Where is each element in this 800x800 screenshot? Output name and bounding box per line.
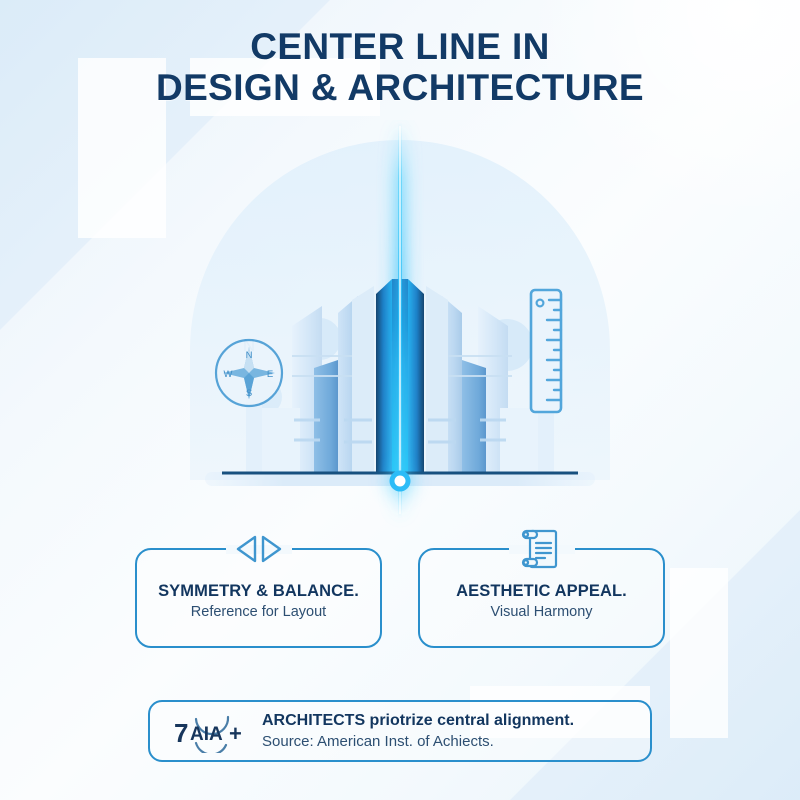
center-line-node [385,466,415,496]
card-aesthetic-appeal[interactable]: AESTHETIC APPEAL. Visual Harmony [418,529,665,648]
badge-plus: + [229,721,242,746]
compass-west-label: W [224,369,233,380]
badge-acronym: AIA [190,724,223,745]
card-title: SYMMETRY & BALANCE. [158,582,359,600]
compass-south-label: S [246,388,252,399]
compass-east-label: E [267,369,273,380]
glowing-center-line [385,120,415,520]
page-title: CENTER LINE IN DESIGN & ARCHITECTURE [0,26,800,109]
compass-north-label: N [246,350,253,361]
source-text: ARCHITECTS priotrize central alignment. … [262,711,574,752]
source-attribution: Source: American Inst. of Achiects. [262,732,494,750]
compass-icon: N N E S W [214,336,284,408]
title-line-2: DESIGN & ARCHITECTURE [155,67,645,109]
alignment-guide-lines [292,355,512,377]
card-subtitle: Reference for Layout [190,604,327,620]
feature-cards: SYMMETRY & BALANCE. Reference for Layout [0,529,800,648]
aia-seal-icon: 7 AIA + [166,709,252,756]
card-title: AESTHETIC APPEAL. [456,582,627,600]
symmetry-arrows-icon [228,528,290,570]
facade-lines [294,418,506,444]
scroll-document-icon [511,528,573,570]
card-subtitle: Visual Harmony [490,604,593,620]
hero-illustration: N N E S W [0,120,800,530]
symmetrical-skyscraper [246,279,554,472]
card-symmetry-balance[interactable]: SYMMETRY & BALANCE. Reference for Layout [135,535,382,648]
source-headline: ARCHITECTS priotrize central alignment. [262,711,575,729]
source-card[interactable]: 7 AIA + ARCHITECTS priotrize central ali… [148,700,652,762]
title-line-1: CENTER LINE IN [250,26,550,67]
badge-number: 7 [174,718,188,748]
ruler-icon [529,288,563,414]
